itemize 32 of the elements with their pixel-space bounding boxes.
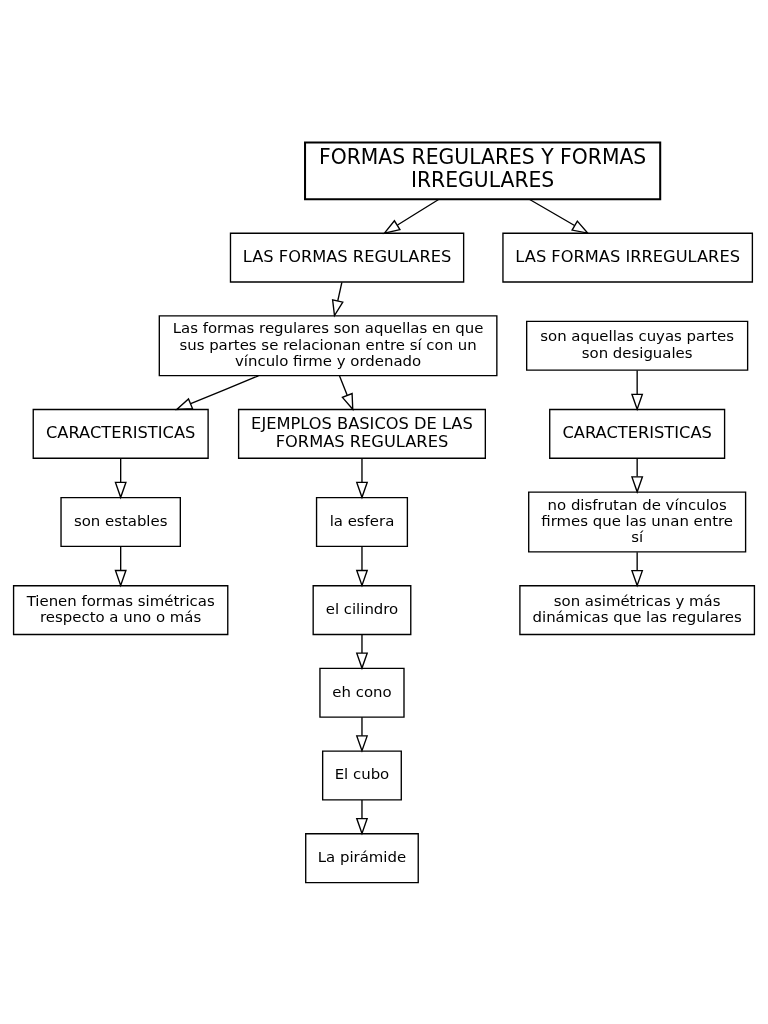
node-box: son estables xyxy=(60,496,181,547)
arrow xyxy=(114,545,127,587)
arrow xyxy=(382,198,440,234)
arrow xyxy=(355,545,369,587)
arrow xyxy=(355,716,369,753)
node-box: la esfera xyxy=(315,496,409,547)
arrow xyxy=(331,281,344,318)
node-box: LAS FORMAS REGULARES xyxy=(229,232,465,283)
node-box: son aquellas cuyas partes son desiguales xyxy=(526,320,749,371)
node-box: Tienen formas simétricas respecto a uno o más xyxy=(12,584,229,635)
node-box: La pirámide xyxy=(305,832,419,883)
arrow xyxy=(631,457,644,494)
arrow xyxy=(355,457,369,499)
arrow xyxy=(114,457,127,499)
node-box: Las formas regulares son aquellas en que sus partes se relacionan entre sí con un vínculo firme y ordenado xyxy=(158,314,498,376)
node-box: CARACTERISTICAS xyxy=(32,408,209,459)
arrow xyxy=(174,374,260,410)
arrow xyxy=(529,198,590,234)
node-box: El cubo xyxy=(322,749,402,801)
node-box: no disfrutan de vínculos firmes que las unan entre sí xyxy=(528,491,747,552)
arrow xyxy=(355,798,369,835)
node-box: eh cono xyxy=(319,667,405,718)
arrow xyxy=(631,369,644,411)
node-box: EJEMPLOS BASICOS DE LAS FORMAS REGULARES xyxy=(237,408,486,459)
node-box: FORMAS REGULARES Y FORMAS IRREGULARES xyxy=(304,140,662,200)
arrow xyxy=(355,633,369,670)
node-box: son asimétricas y más dinámicas que las regulares xyxy=(519,584,756,635)
arrow xyxy=(631,551,644,588)
node-box: el cilindro xyxy=(312,584,412,635)
node-box: LAS FORMAS IRREGULARES xyxy=(502,232,754,283)
arrow xyxy=(338,374,354,411)
node-box: CARACTERISTICAS xyxy=(549,408,726,459)
